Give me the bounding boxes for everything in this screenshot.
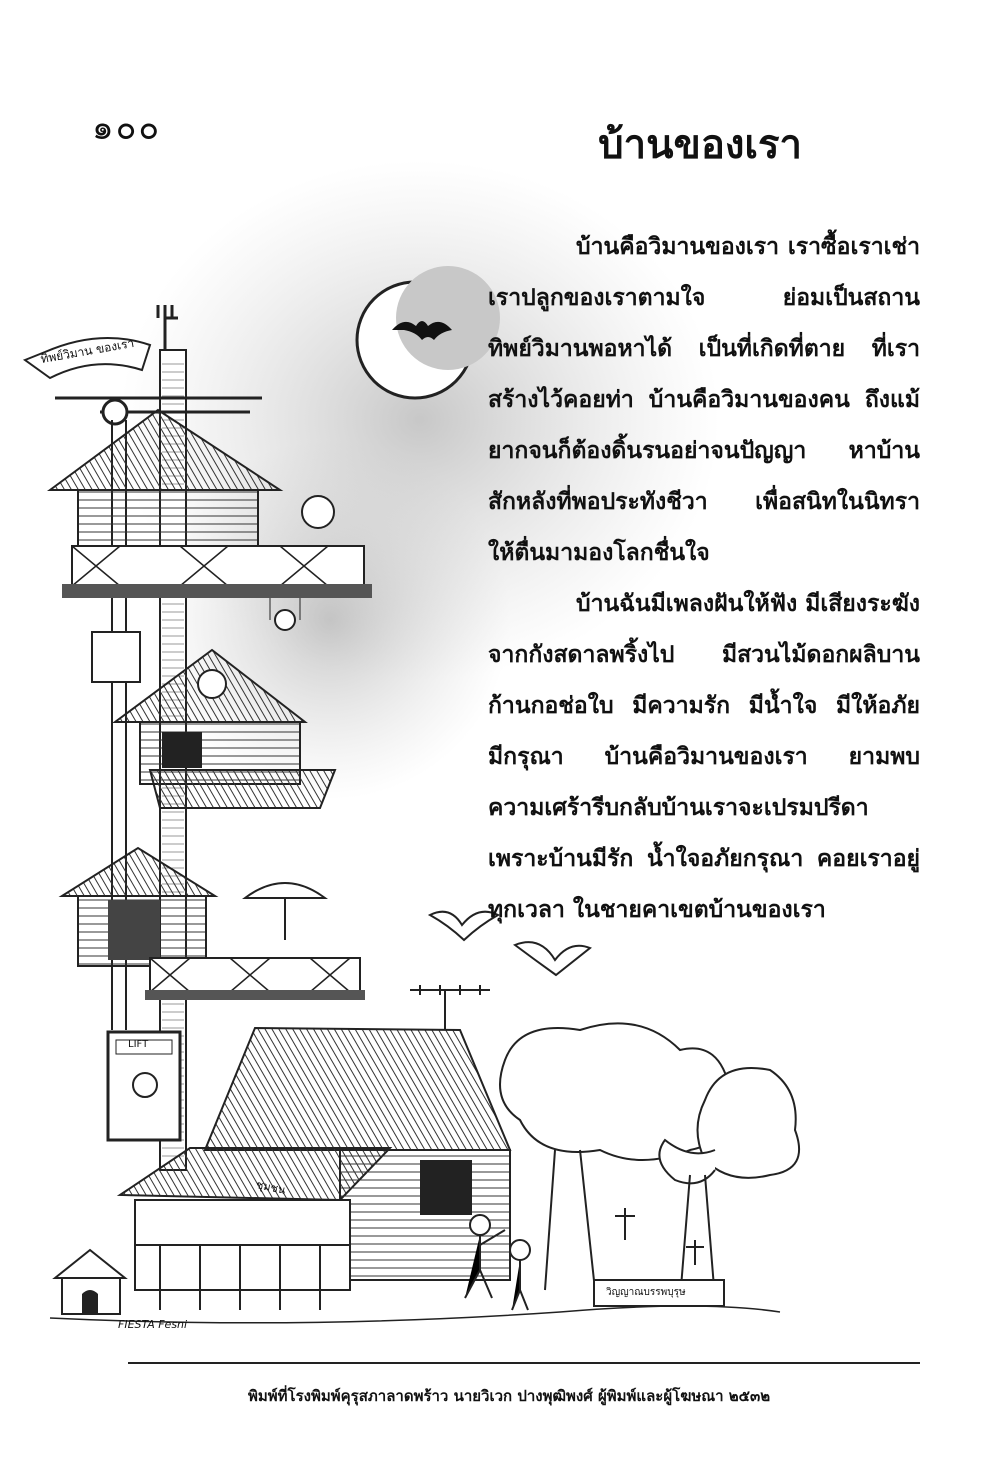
lift-sign-text: LIFT: [128, 1039, 149, 1050]
umbrella-icon: [241, 882, 329, 940]
third-floor-house: [58, 846, 365, 1000]
poem-line: ก้านกอช่อใบ มีความรัก มีน้ำใจ มีให้อภัย: [488, 693, 920, 719]
top-banner: [22, 337, 152, 380]
tree-right: [658, 1067, 800, 1301]
poem-line: สร้างไว้คอยท่า บ้านคือวิมานของคน ถึงแม้: [488, 387, 920, 413]
lift-cabin: [106, 1030, 182, 1142]
footer-divider: [128, 1362, 920, 1364]
poem-line: มีกรุณา บ้านคือวิมานของเรา ยามพบ: [488, 744, 920, 770]
crescent-moon-icon: [355, 266, 500, 400]
grave-sign-text: วิญญาณบรรพบุรุษ: [606, 1287, 686, 1298]
artist-signature: FIESTA Fesni: [118, 1318, 188, 1331]
bird-icon-1: [427, 910, 501, 942]
poem-line: จากกังสดาลพริ้งไป มีสวนไม้ดอกผลิบาน: [488, 642, 920, 668]
printer-credit: พิมพ์ที่โรงพิมพ์คุรุสภาลาดพร้าว นายวิเวก…: [248, 1387, 771, 1405]
pulley: [101, 398, 129, 426]
page-title: บ้านของเรา: [598, 122, 802, 168]
poem-text: บ้านคือวิมานของเรา เราซื้อเราเช่า เราปลู…: [488, 228, 920, 942]
poem-line: บ้านคือวิมานของเรา เราซื้อเราเช่า: [576, 234, 920, 260]
poem-line: ความเศร้ารีบกลับบ้านเราจะเปรมปรีดา: [488, 795, 869, 821]
ground-line: [49, 1305, 781, 1324]
pole-sign: [91, 631, 141, 683]
antenna-fork: [156, 305, 178, 350]
poem-line: ทิพย์วิมานพอหาได้ เป็นที่เกิดที่ตาย ที่เ…: [488, 336, 920, 362]
poem-line: ทุกเวลา ในชายคาเขตบ้านของเรา: [488, 897, 826, 923]
cross-marker-1: [615, 1208, 635, 1240]
bird-icon-2: [512, 941, 592, 977]
page-number: ๑๐๐: [92, 108, 162, 148]
kids-playing: [464, 1214, 531, 1311]
doghouse: [52, 1248, 128, 1315]
poem-line: ยากจนก็ต้องดิ้นรนอย่าจนปัญญา หาบ้าน: [488, 438, 920, 464]
second-floor-house: [111, 648, 337, 809]
top-floor-house: [46, 408, 372, 598]
poem-line: เพราะบ้านมีรัก น้ำใจอภัยกรุณา คอยเราอยู่: [488, 846, 920, 872]
swing: [269, 598, 301, 620]
cross-marker-2: [686, 1240, 704, 1265]
poem-line: สักหลังที่พอประทังชีวา เพื่อสนิทในนิทรา: [488, 489, 920, 515]
poem-line: บ้านฉันมีเพลงฝันให้ฟัง มีเสียงระฆัง: [576, 591, 921, 617]
poem-line: เราปลูกของเราตามใจ ย่อมเป็นสถาน: [488, 285, 920, 311]
bat-icon: [392, 321, 452, 340]
poem-line: ให้ตื่นมามองโลกชื่นใจ: [488, 540, 710, 566]
grave-stone: [593, 1279, 725, 1307]
tv-antenna: [410, 985, 490, 1030]
